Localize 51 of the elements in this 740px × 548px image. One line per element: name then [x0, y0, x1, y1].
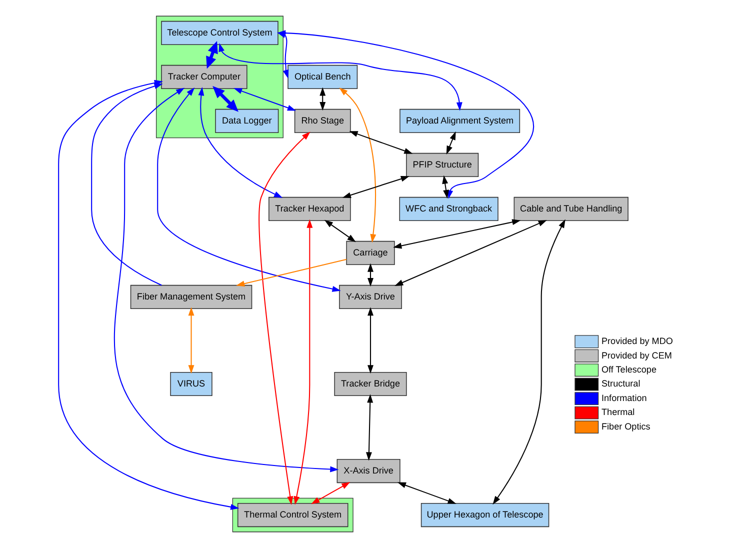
arrow — [392, 219, 520, 249]
node-box: Telescope Control System — [160, 20, 278, 45]
legend-label: Off Telescope — [601, 364, 656, 374]
arrow — [156, 87, 340, 292]
node-box: Upper Hexagon of Telescope — [420, 503, 549, 528]
arrow — [206, 41, 218, 69]
legend-label: Thermal — [601, 407, 634, 418]
arrow — [258, 132, 310, 505]
arrow — [492, 219, 565, 505]
node-box: Carriage — [346, 240, 394, 265]
arrow — [342, 176, 409, 198]
node-box: Tracker Bridge — [334, 372, 406, 396]
arrow — [367, 307, 373, 374]
node-box: WFC and Strongback — [398, 196, 498, 221]
node-box: Thermal Control System — [236, 503, 348, 528]
arrow — [90, 83, 162, 286]
node-box: Tracker Hexapod — [268, 196, 350, 221]
arrow — [446, 131, 456, 154]
legend-label: Provided by MDO — [601, 336, 672, 346]
arrow — [324, 220, 356, 242]
legend-label: Structural — [601, 378, 640, 389]
cluster — [155, 16, 283, 138]
node-box: Fiber Management System — [130, 284, 252, 309]
arrow — [310, 482, 350, 504]
legend-label: Provided by CEM — [601, 350, 672, 360]
arrow — [293, 219, 312, 505]
arrow — [233, 88, 296, 111]
arrow — [319, 87, 326, 111]
arrow — [198, 87, 282, 198]
arrow — [396, 482, 456, 504]
node-box: Data Logger — [214, 108, 278, 133]
node-box: VIRUS — [170, 372, 212, 396]
arrow — [348, 131, 412, 154]
node-box: Cable and Tube Handling — [513, 196, 628, 221]
node-box: X-Axis Drive — [336, 459, 400, 484]
node-box: Rho Stage — [294, 108, 350, 133]
arrow — [113, 88, 338, 472]
node-box: Y-Axis Drive — [338, 284, 402, 309]
arrow — [212, 86, 238, 112]
arrow — [236, 258, 346, 287]
node-box: Tracker Computer — [160, 64, 247, 89]
legend-label: Information — [601, 392, 646, 403]
arrow — [365, 394, 373, 461]
node-box: Payload Alignment System — [399, 108, 520, 133]
arrow — [188, 307, 194, 374]
arrow — [218, 43, 462, 111]
legend-label: Fiber Optics — [601, 421, 650, 432]
node-box: Optical Bench — [287, 64, 358, 89]
node-box: PFIP Structure — [406, 152, 478, 177]
arrow — [394, 220, 546, 286]
arrow — [338, 88, 376, 243]
